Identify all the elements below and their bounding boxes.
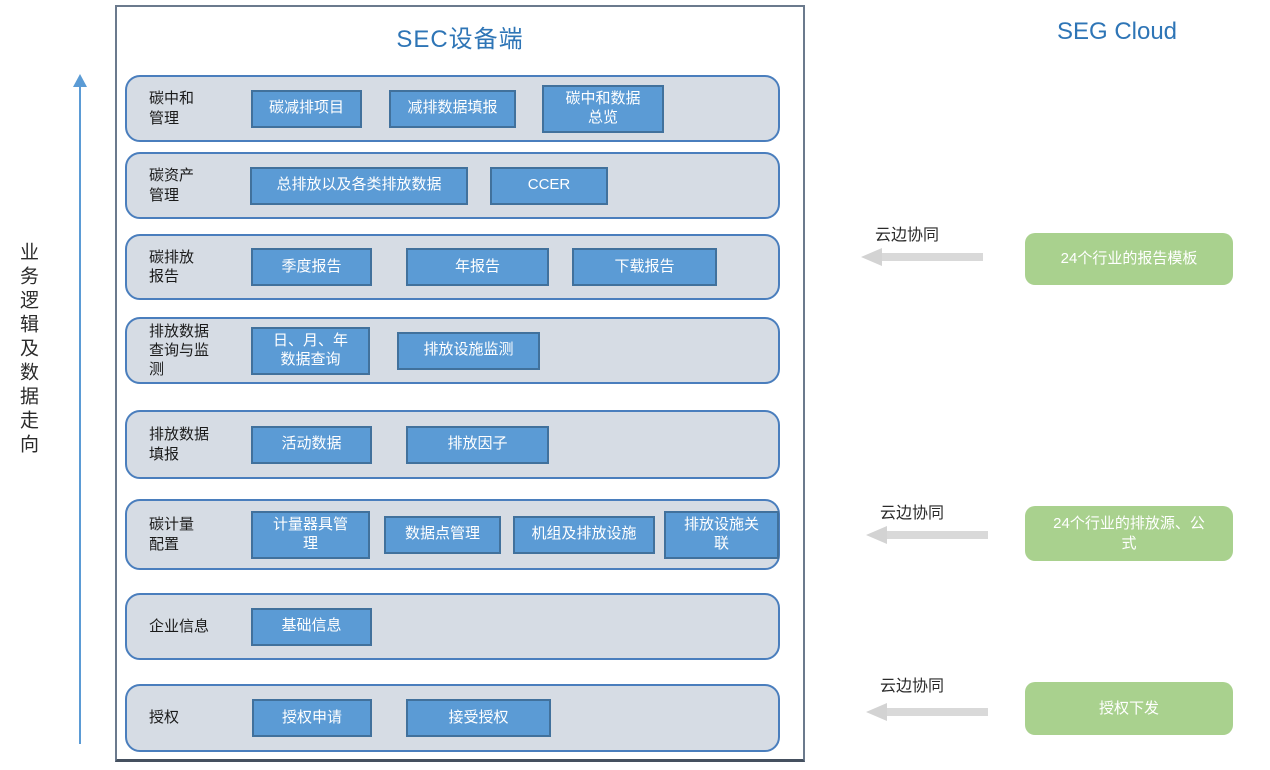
row-enterprise-info: 企业信息 基础信息 bbox=[125, 593, 780, 660]
module-download-report: 下载报告 bbox=[572, 248, 717, 286]
module-metering-instrument-mgmt: 计量器具管 理 bbox=[251, 510, 370, 559]
cloud-emission-sources-box: 24个行业的排放源、公 式 bbox=[1025, 506, 1233, 561]
cloud-edge-sync-label: 云边协同 bbox=[875, 227, 940, 244]
arrow-head bbox=[861, 248, 882, 266]
row-label: 碳资产 管理 bbox=[149, 167, 195, 204]
module-emission-factor: 排放因子 bbox=[406, 425, 549, 464]
left-arrow-icon bbox=[861, 248, 983, 266]
row-carbon-asset-management: 碳资产 管理 总排放以及各类排放数据 CCER bbox=[125, 152, 780, 219]
row-label: 排放数据 填报 bbox=[149, 426, 210, 463]
row-carbon-metering-config: 碳计量 配置 计量器具管 理 数据点管理 机组及排放设施 排放设施关 联 bbox=[125, 499, 780, 570]
cloud-edge-sync-label: 云边协同 bbox=[880, 678, 945, 695]
arrow-shaft bbox=[887, 708, 988, 716]
module-reduction-data-filling: 减排数据填报 bbox=[389, 89, 516, 128]
up-arrow-shaft bbox=[79, 86, 81, 744]
row-label: 排放数据 查询与监 测 bbox=[149, 322, 210, 379]
module-annual-report: 年报告 bbox=[406, 248, 549, 286]
cloud-report-templates-box: 24个行业的报告模板 bbox=[1025, 233, 1233, 285]
sec-device-panel: SEC设备端 碳中和 管理 碳减排项目 减排数据填报 碳中和数据 总览 碳资产 … bbox=[115, 5, 805, 762]
business-flow-label: 业务逻辑及数据走向 bbox=[17, 242, 38, 458]
module-carbon-neutral-overview: 碳中和数据 总览 bbox=[542, 84, 664, 133]
row-emission-data-filling: 排放数据 填报 活动数据 排放因子 bbox=[125, 410, 780, 479]
module-day-month-year-query: 日、月、年 数据查询 bbox=[251, 326, 370, 375]
up-arrow-icon bbox=[73, 74, 87, 87]
cloud-authorization-issue-box: 授权下发 bbox=[1025, 682, 1233, 735]
seg-cloud-title: SEG Cloud bbox=[1056, 18, 1178, 45]
arrow-shaft bbox=[882, 253, 983, 261]
row-label: 碳计量 配置 bbox=[149, 516, 195, 553]
module-activity-data: 活动数据 bbox=[251, 425, 372, 464]
arrow-shaft bbox=[887, 531, 988, 539]
module-emission-facility-monitor: 排放设施监测 bbox=[397, 331, 540, 370]
row-carbon-neutral-management: 碳中和 管理 碳减排项目 减排数据填报 碳中和数据 总览 bbox=[125, 75, 780, 142]
module-authorization-accept: 接受授权 bbox=[406, 699, 551, 737]
row-label: 企业信息 bbox=[149, 617, 210, 635]
module-data-point-mgmt: 数据点管理 bbox=[384, 515, 501, 554]
module-quarterly-report: 季度报告 bbox=[251, 248, 372, 286]
row-carbon-emission-report: 碳排放 报告 季度报告 年报告 下载报告 bbox=[125, 234, 780, 300]
row-label: 授权 bbox=[149, 709, 180, 727]
module-ccer: CCER bbox=[490, 166, 608, 205]
left-arrow-icon bbox=[866, 703, 988, 721]
cloud-edge-sync-label: 云边协同 bbox=[880, 505, 945, 522]
module-total-emission-data: 总排放以及各类排放数据 bbox=[250, 166, 468, 205]
row-label: 碳中和 管理 bbox=[149, 90, 195, 127]
module-authorization-apply: 授权申请 bbox=[252, 699, 372, 737]
module-facility-association: 排放设施关 联 bbox=[664, 510, 779, 559]
row-emission-data-query-monitor: 排放数据 查询与监 测 日、月、年 数据查询 排放设施监测 bbox=[125, 317, 780, 384]
module-basic-info: 基础信息 bbox=[251, 607, 372, 646]
row-label: 碳排放 报告 bbox=[149, 248, 195, 285]
arrow-head bbox=[866, 526, 887, 544]
sec-device-panel-title: SEC设备端 bbox=[396, 26, 524, 53]
left-arrow-icon bbox=[866, 526, 988, 544]
module-carbon-reduction-project: 碳减排项目 bbox=[251, 89, 362, 128]
module-unit-emission-facility: 机组及排放设施 bbox=[513, 515, 655, 554]
arrow-head bbox=[866, 703, 887, 721]
row-authorization: 授权 授权申请 接受授权 bbox=[125, 684, 780, 752]
